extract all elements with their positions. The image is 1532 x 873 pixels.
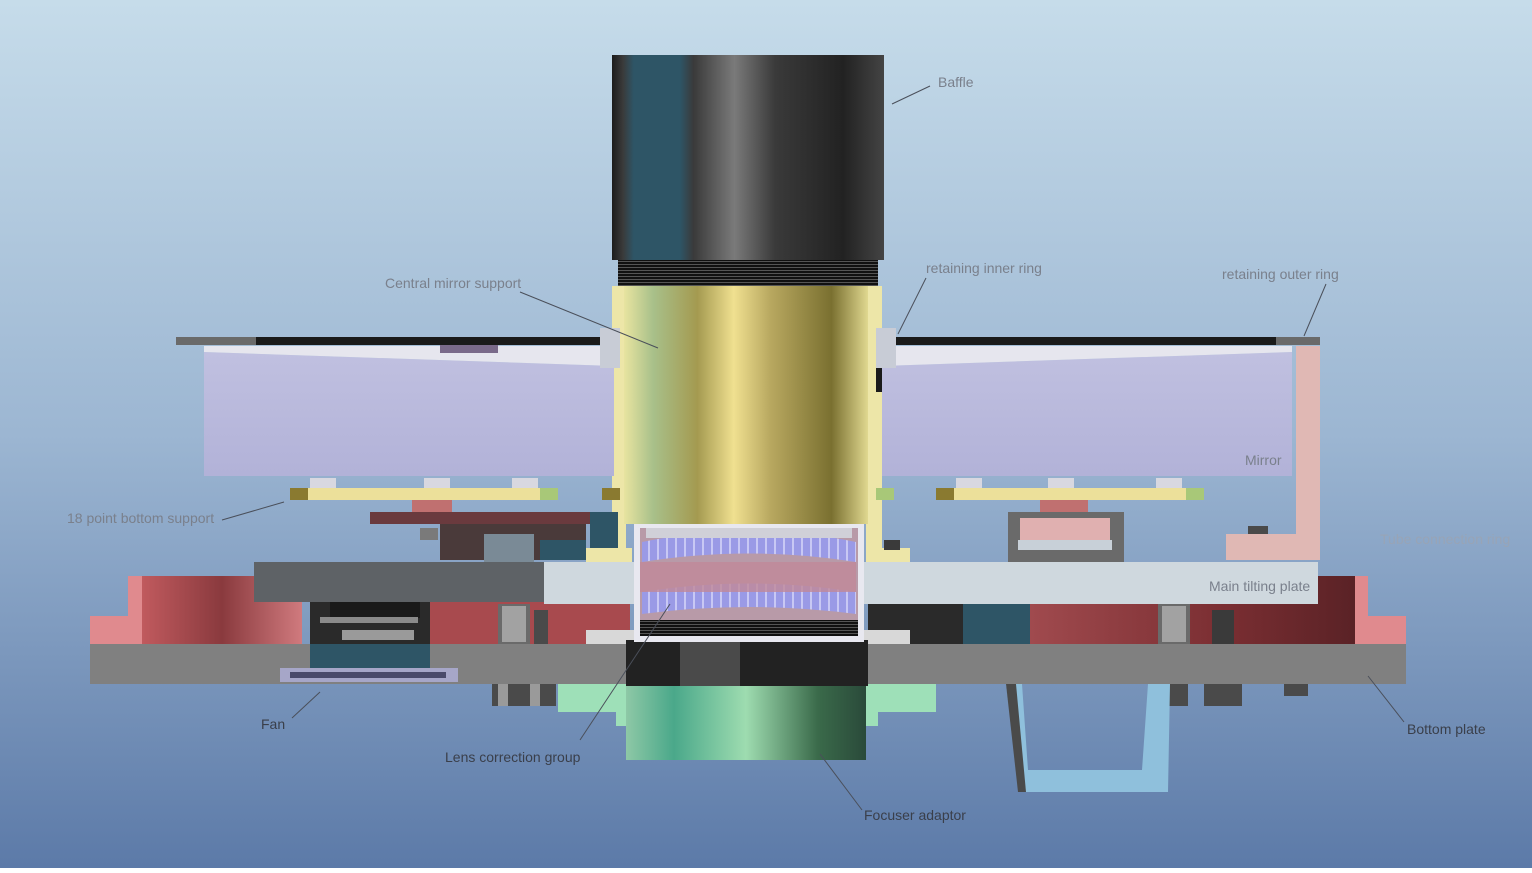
leader-bottom-support bbox=[221, 501, 285, 521]
label-bottom-support: 18 point bottom support bbox=[67, 510, 214, 526]
lens-correction-group bbox=[634, 522, 864, 642]
label-retaining-inner-ring: retaining inner ring bbox=[926, 260, 1042, 276]
leader-central-mirror-support bbox=[519, 291, 659, 349]
draw-tube-highlight bbox=[680, 640, 740, 686]
label-lens-correction-group: Lens correction group bbox=[445, 749, 581, 765]
bottom-support-left bbox=[290, 478, 620, 562]
bottom-support-right bbox=[876, 478, 1204, 562]
baffle bbox=[612, 55, 884, 260]
retaining-outer-ring bbox=[1226, 346, 1320, 560]
label-fan: Fan bbox=[261, 716, 285, 732]
focuser-adaptor bbox=[558, 684, 936, 760]
leader-lens-correction-group bbox=[579, 603, 671, 741]
leader-bottom-plate bbox=[1367, 675, 1405, 723]
spring-left bbox=[498, 604, 530, 644]
draw-tube bbox=[626, 640, 868, 686]
leader-retaining-inner-ring bbox=[897, 277, 927, 335]
spring-right bbox=[1158, 604, 1190, 644]
fan bbox=[280, 602, 458, 682]
leader-retaining-outer-ring bbox=[1303, 283, 1327, 337]
screw bbox=[534, 610, 548, 644]
central-mirror-support bbox=[586, 286, 910, 562]
leader-focuser-adaptor bbox=[819, 753, 863, 811]
label-bottom-plate: Bottom plate bbox=[1407, 721, 1486, 737]
retaining-inner-ring bbox=[600, 328, 896, 392]
label-mirror: Mirror bbox=[1245, 452, 1282, 468]
label-central-mirror-support: Central mirror support bbox=[385, 275, 521, 291]
baffle-thread bbox=[618, 258, 878, 286]
label-retaining-outer-ring: retaining outer ring bbox=[1222, 266, 1339, 282]
mount-bracket bbox=[1006, 684, 1170, 792]
label-main-tilting-plate: Main tilting plate bbox=[1209, 578, 1310, 594]
mirror bbox=[176, 337, 1320, 476]
leader-fan bbox=[291, 691, 321, 719]
label-baffle: Baffle bbox=[938, 74, 974, 90]
label-focuser-adaptor: Focuser adaptor bbox=[864, 807, 966, 823]
label-tube-connection-ring: Tube connection ring bbox=[1380, 531, 1510, 547]
leader-baffle bbox=[891, 85, 931, 105]
screw bbox=[1212, 610, 1234, 644]
